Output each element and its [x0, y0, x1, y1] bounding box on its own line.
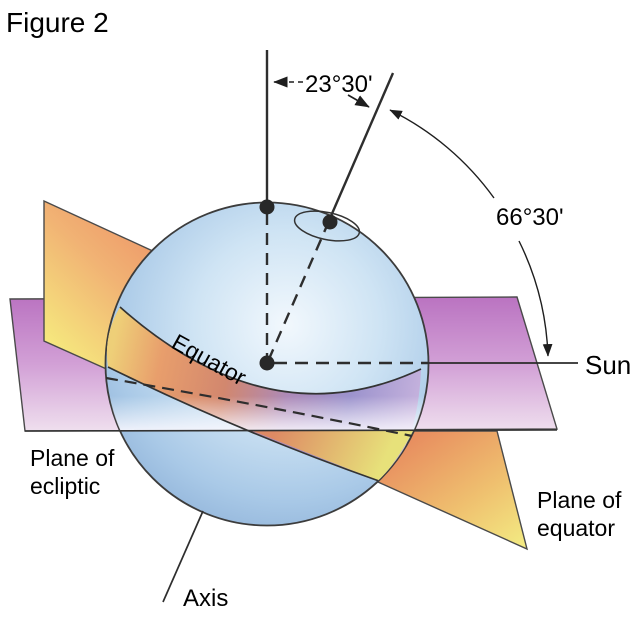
tilt-angle-right-arrow — [347, 94, 370, 108]
equator-lower-arc — [107, 366, 380, 482]
axis-label: Axis — [183, 585, 228, 612]
pole-point-dot — [322, 214, 338, 230]
sun-label: Sun — [585, 350, 631, 380]
polar-circle-arc — [293, 210, 361, 242]
axis-hidden — [267, 220, 331, 360]
axis-line-lower — [162, 510, 204, 603]
ecliptic-fade-overlay — [106, 396, 428, 431]
ecliptic-hidden-arc — [105, 376, 413, 438]
equator-front-arc — [119, 306, 422, 395]
tilt-angle-label: 23°30' — [305, 71, 373, 98]
ecliptic-plane-label-line1: Plane of — [30, 445, 115, 471]
equator-plane-label-line2: equator — [537, 515, 615, 541]
zenith-point-dot — [259, 199, 275, 215]
ecliptic-front-edge-line — [24, 429, 558, 432]
earth-center-dot — [259, 355, 275, 371]
equator-band-below-ecliptic — [253, 431, 413, 481]
obliquity-arc-upper — [389, 109, 495, 199]
ecliptic-plane-label-line2: ecliptic — [30, 473, 100, 499]
figure-title: Figure 2 — [6, 7, 109, 38]
axis-line-upper — [329, 72, 395, 217]
sphere-interior — [106, 306, 428, 482]
equator-plane-label-line1: Plane of — [537, 487, 622, 513]
obliquity-arc-lower — [518, 240, 553, 357]
obliquity-angle-label: 66°30' — [496, 204, 564, 231]
